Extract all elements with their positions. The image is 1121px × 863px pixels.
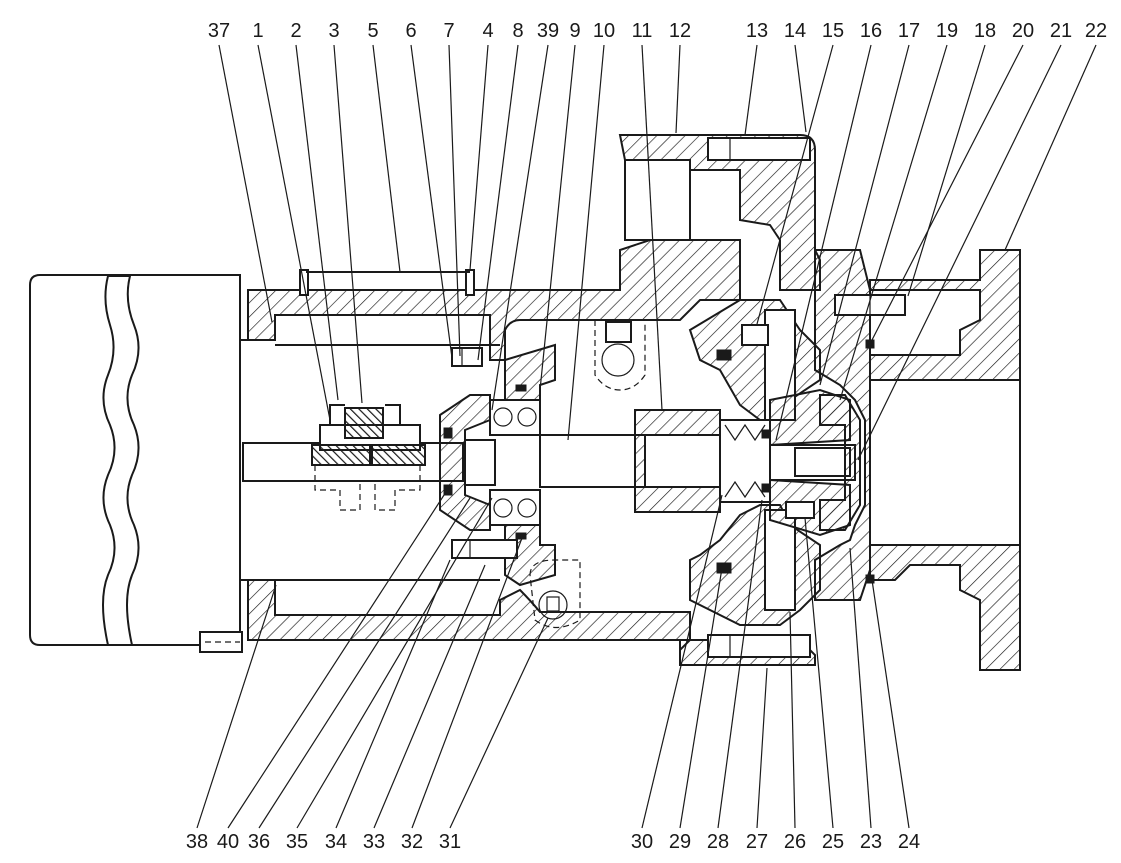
leader-15 — [756, 44, 834, 325]
label-18: 18 — [974, 20, 996, 42]
leader-26 — [789, 611, 796, 829]
leader-34 — [335, 559, 451, 829]
leader-3 — [333, 44, 363, 404]
mounting-foot — [199, 631, 243, 653]
label-22: 22 — [1085, 20, 1107, 42]
label-36: 36 — [248, 831, 270, 853]
label-5: 5 — [367, 20, 378, 42]
leader-9 — [539, 44, 576, 391]
coupling — [311, 404, 426, 511]
leader-2 — [295, 44, 339, 401]
leader-12 — [675, 44, 681, 134]
label-3: 3 — [328, 20, 339, 42]
leader-18 — [907, 44, 986, 297]
motor-body — [29, 274, 255, 646]
leader-14 — [794, 44, 807, 133]
leader-30 — [641, 494, 723, 829]
label-20: 20 — [1012, 20, 1034, 42]
leader-5 — [372, 44, 401, 273]
label-35: 35 — [286, 831, 308, 853]
leader-25 — [804, 517, 834, 829]
bottom-part-labels: 38 40 36 35 34 33 32 31 30 29 28 27 26 2… — [186, 831, 920, 853]
leader-20 — [871, 44, 1024, 341]
leader-4 — [469, 44, 489, 271]
label-30: 30 — [631, 831, 653, 853]
label-1: 1 — [252, 20, 263, 42]
label-24: 24 — [898, 831, 920, 853]
leader-27 — [756, 667, 768, 829]
leader-40 — [227, 491, 447, 829]
label-25: 25 — [822, 831, 844, 853]
pump-shaft — [539, 409, 726, 513]
leader-23 — [849, 547, 872, 829]
leader-32 — [411, 537, 523, 829]
leader-16 — [775, 44, 872, 441]
top-part-labels: 37 1 2 3 5 6 7 4 8 39 9 10 11 12 13 14 1… — [208, 20, 1107, 42]
label-37: 37 — [208, 20, 230, 42]
fill-plug — [594, 319, 646, 391]
leader-17 — [819, 44, 910, 386]
leader-28 — [717, 499, 763, 829]
label-31: 31 — [439, 831, 461, 853]
label-6: 6 — [405, 20, 416, 42]
leader-37 — [218, 44, 273, 323]
top-leader-lines — [218, 44, 1097, 461]
leader-6 — [410, 44, 453, 359]
label-16: 16 — [860, 20, 882, 42]
casing-cover — [814, 249, 1021, 671]
leader-21 — [857, 44, 1062, 461]
label-32: 32 — [401, 831, 423, 853]
label-28: 28 — [707, 831, 729, 853]
label-13: 13 — [746, 20, 768, 42]
leader-38 — [196, 584, 277, 829]
label-2: 2 — [290, 20, 301, 42]
leader-13 — [744, 44, 758, 136]
label-26: 26 — [784, 831, 806, 853]
label-29: 29 — [669, 831, 691, 853]
label-27: 27 — [746, 831, 768, 853]
leader-22 — [1004, 44, 1097, 251]
leader-36 — [258, 497, 471, 829]
leader-10 — [567, 44, 605, 441]
label-21: 21 — [1050, 20, 1072, 42]
label-8: 8 — [512, 20, 523, 42]
leader-29 — [679, 567, 723, 829]
leader-11 — [641, 44, 663, 411]
label-40: 40 — [217, 831, 239, 853]
leader-39 — [491, 44, 549, 411]
label-39: 39 — [537, 20, 559, 42]
label-19: 19 — [936, 20, 958, 42]
leader-1 — [257, 44, 331, 421]
label-9: 9 — [569, 20, 580, 42]
label-10: 10 — [593, 20, 615, 42]
leader-31 — [449, 617, 549, 829]
label-14: 14 — [784, 20, 806, 42]
label-11: 11 — [632, 20, 653, 42]
leader-24 — [871, 579, 910, 829]
impeller — [688, 299, 861, 626]
bottom-leader-lines — [196, 491, 910, 829]
label-38: 38 — [186, 831, 208, 853]
bearing-assembly — [439, 347, 541, 559]
leader-8 — [477, 44, 519, 361]
leader-33 — [373, 564, 486, 829]
label-15: 15 — [822, 20, 844, 42]
label-34: 34 — [325, 831, 347, 853]
label-33: 33 — [363, 831, 385, 853]
label-4: 4 — [482, 20, 493, 42]
label-12: 12 — [669, 20, 691, 42]
label-7: 7 — [443, 20, 454, 42]
leader-7 — [448, 44, 461, 357]
label-23: 23 — [860, 831, 882, 853]
mechanical-seal — [719, 419, 771, 503]
label-17: 17 — [898, 20, 920, 42]
pump-casing — [618, 134, 821, 666]
leader-19 — [839, 44, 948, 401]
leader-35 — [296, 497, 493, 829]
